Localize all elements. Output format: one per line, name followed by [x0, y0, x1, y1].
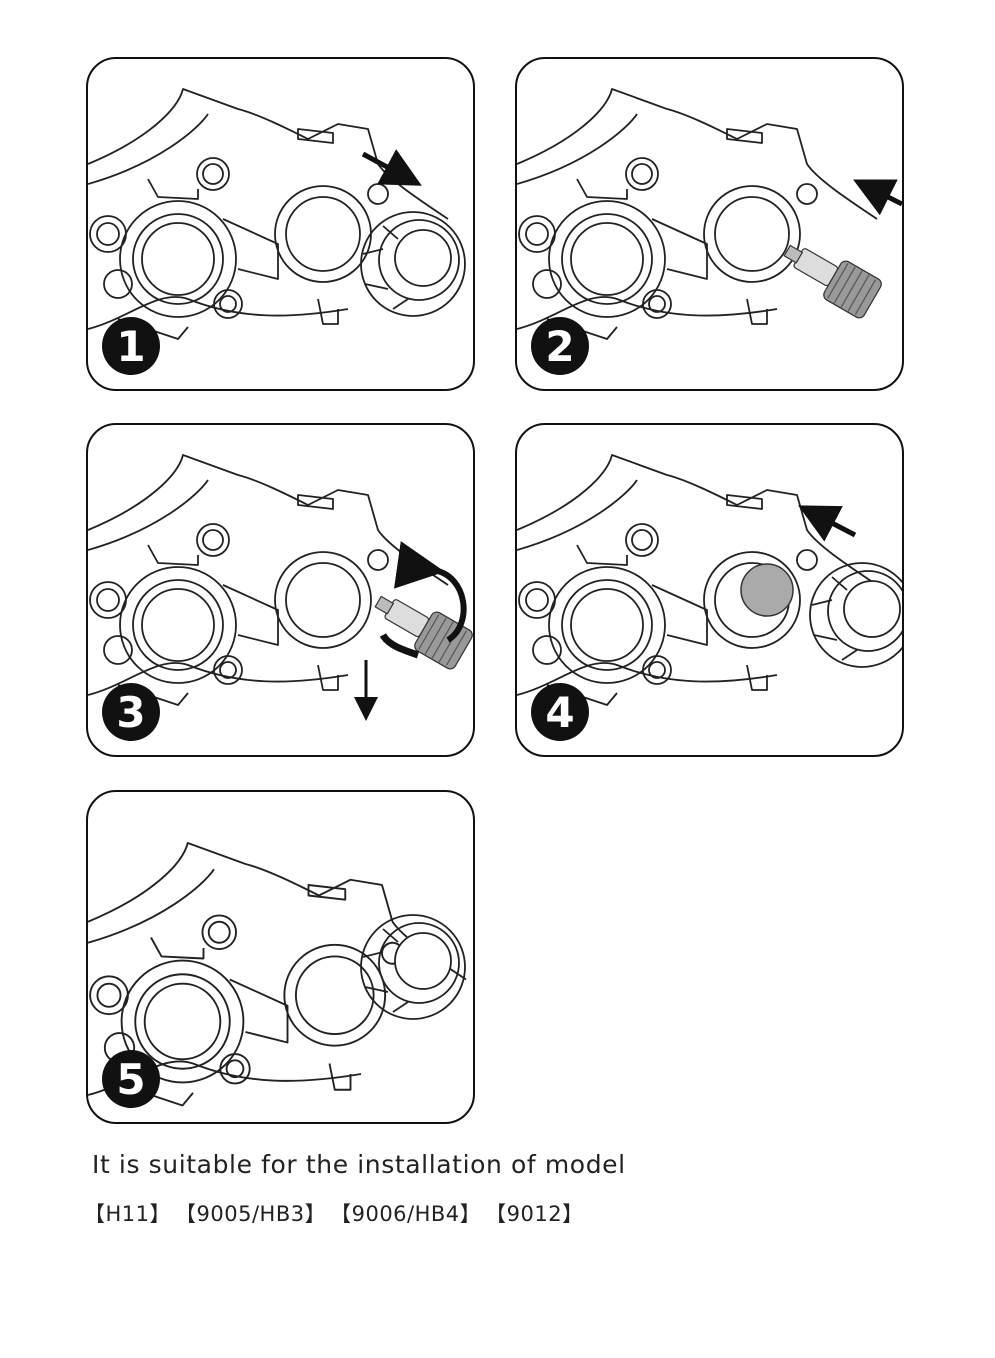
insert-led-bulb-illustration	[517, 88, 902, 340]
model-label: 【9012】	[485, 1202, 584, 1226]
step-number-badge: 4	[531, 683, 589, 741]
step-number-badge: 3	[102, 683, 160, 741]
compatibility-caption: It is suitable for the installation of m…	[92, 1150, 626, 1179]
remove-dust-cap-illustration	[88, 88, 466, 340]
step-panel-2: 2	[515, 57, 904, 391]
step-panel-4: 4	[515, 423, 904, 757]
step-panel-3: 3	[86, 423, 475, 757]
step-panel-5: 5	[86, 790, 475, 1124]
step-panel-1: 1	[86, 57, 475, 391]
model-label: 【9005/HB3】	[175, 1202, 327, 1226]
step-number-badge: 5	[102, 1050, 160, 1108]
step-number-badge: 2	[531, 317, 589, 375]
replace-dust-cap-illustration	[517, 454, 902, 706]
model-label: 【H11】	[84, 1202, 172, 1226]
rotate-lock-bulb-illustration	[88, 454, 473, 721]
model-list: 【H11】 【9005/HB3】 【9006/HB4】 【9012】	[84, 1198, 584, 1228]
model-label: 【9006/HB4】	[330, 1202, 482, 1226]
step-number-badge: 1	[102, 317, 160, 375]
